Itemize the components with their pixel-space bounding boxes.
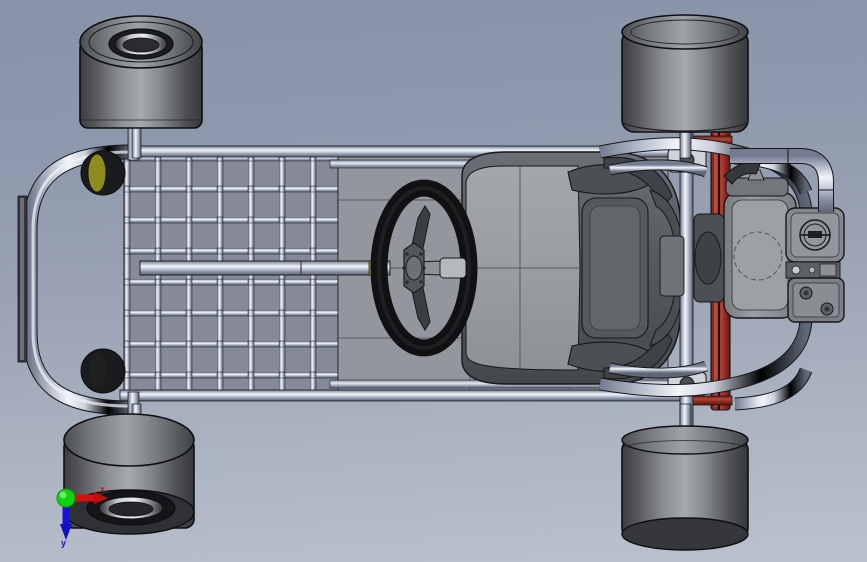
rear-right-tire <box>621 403 749 551</box>
front-left-tire <box>79 15 203 159</box>
sprocket-guard <box>693 213 725 303</box>
carburetor <box>785 261 841 279</box>
bumper-rubber-pads <box>80 150 126 394</box>
coordinate-triad <box>56 488 108 540</box>
air-filter-box <box>785 207 845 263</box>
front-bumper-loop <box>17 144 138 416</box>
seat <box>461 151 685 385</box>
steering-wheel <box>370 179 478 357</box>
muffler-box <box>787 277 845 323</box>
front-right-tire <box>63 403 195 535</box>
steering-column <box>139 260 391 276</box>
engine-block <box>723 162 797 319</box>
rear-left-tire <box>621 14 749 159</box>
exhaust-pipe <box>730 148 834 212</box>
